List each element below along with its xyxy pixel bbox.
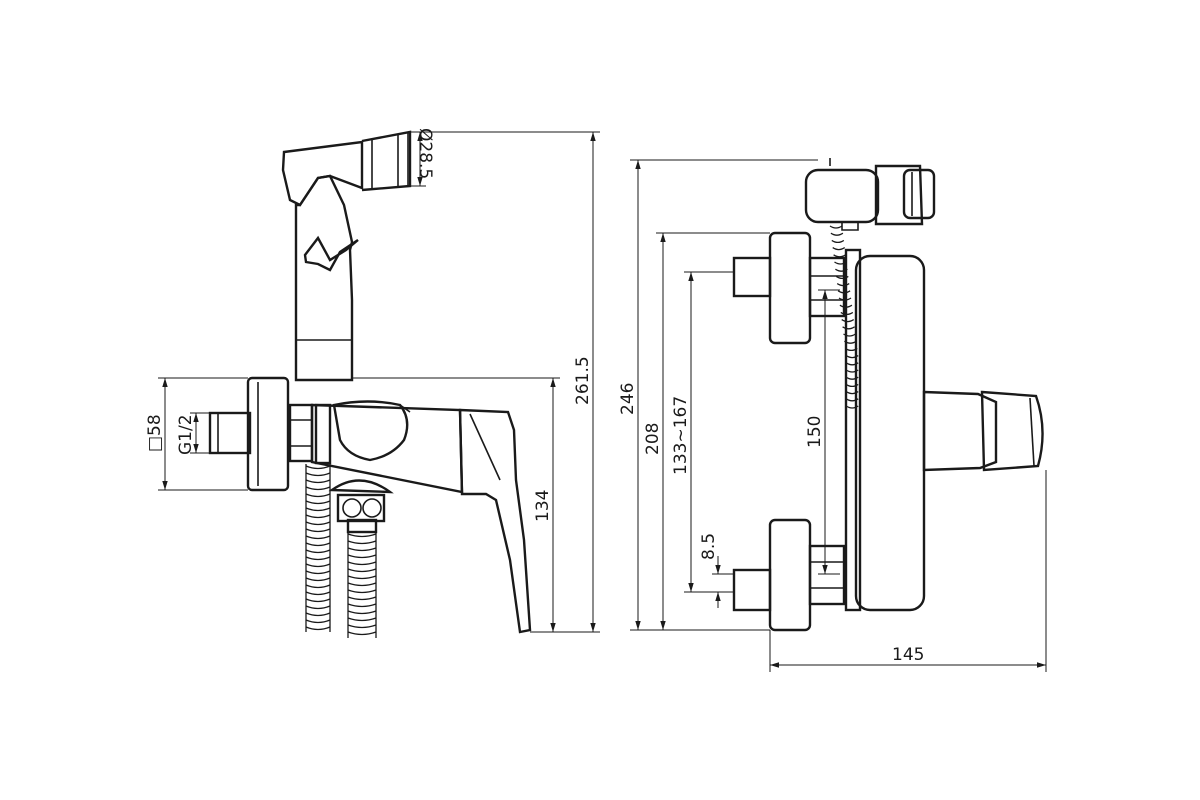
upper-connector	[732, 231, 846, 345]
dim-depth: 145	[892, 645, 924, 665]
dim-diameter-head: Ø28.5	[415, 128, 435, 179]
front-view	[732, 158, 1044, 632]
lever-handle	[458, 408, 532, 634]
hose-right	[347, 532, 377, 638]
hand-shower-head	[281, 130, 412, 207]
inlet-pipe	[208, 411, 252, 455]
shower-handle	[294, 174, 359, 382]
mixer-main-body	[844, 248, 926, 612]
side-view	[208, 130, 532, 638]
wall-flange	[246, 376, 290, 492]
hex-nut	[288, 403, 314, 463]
dim-connector-height: 208	[643, 423, 663, 455]
dim-total-height-front: 246	[618, 383, 638, 415]
dim-total-height-side: 261.5	[573, 356, 593, 405]
hose-left	[305, 464, 331, 632]
dim-center-range: 133~167	[671, 396, 691, 475]
lower-connector	[732, 518, 846, 632]
dim-thread: G1/2	[176, 414, 196, 455]
dim-lower-height: 134	[533, 490, 553, 522]
front-hose	[829, 225, 859, 409]
hose-connector	[328, 479, 394, 534]
dim-square-flange: □58	[145, 414, 165, 452]
front-view-dimensions: 246 208 133~167 150 8.5 145	[618, 159, 1047, 672]
mixer-body	[310, 400, 464, 494]
dim-eccentric-offset: 8.5	[699, 533, 719, 560]
side-view-dimensions: Ø28.5 261.5 134 □58 G1/2	[145, 128, 600, 633]
front-lever	[922, 390, 1044, 472]
dim-center-distance: 150	[805, 416, 825, 448]
shower-holder	[804, 158, 936, 231]
